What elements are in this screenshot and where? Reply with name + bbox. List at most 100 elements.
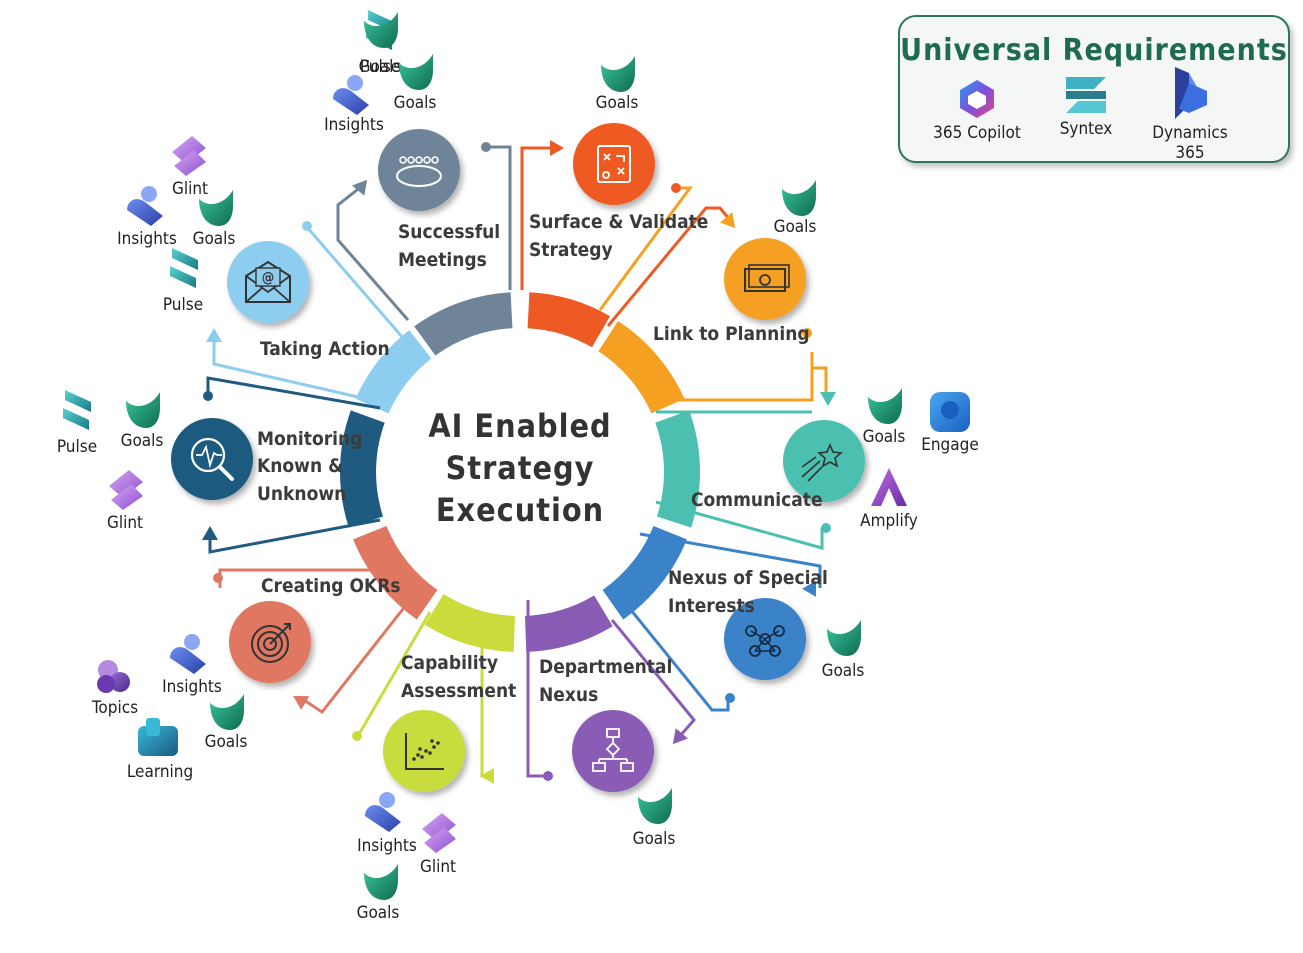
ring-segment-communicate [655,410,700,528]
money-icon [744,264,790,292]
stage-circle-okrs [229,601,311,683]
stage-circle-nexus_special [724,598,806,680]
app-badge-goals: Goals [774,180,817,237]
stage-circle-planning [724,238,806,320]
stage-label-departmental-2: Nexus [539,684,598,706]
connector-line-taking_action [304,225,412,347]
stage-label-monitoring-3: Unknown [257,483,346,505]
app-label: Goals [394,93,437,113]
insights-icon [170,634,206,674]
app-badge-goals: Goals [633,788,675,849]
ring-segment-meetings [414,292,513,356]
app-label: Insights [117,229,177,249]
target-icon [251,623,291,663]
connector-dot-okrs [213,573,223,583]
arrowhead-taking_action [206,328,222,342]
app-badge-insights: Insights [324,75,384,135]
scatter-plot-icon [405,733,444,770]
app-label: Goals [121,431,164,451]
app-badge-insights: Insights [357,792,417,856]
app-badge-goals: Goals [822,620,864,681]
app-label: Glint [172,179,208,199]
center-ring [340,292,700,652]
connector-line-okrs [303,599,412,715]
app-badge-goals: Goals [193,190,236,249]
goals-icon [210,694,244,730]
app-label: Pulse [163,295,203,315]
app-label: Glint [107,513,143,533]
glint-icon [172,136,206,176]
connector-line-nexus_special [639,532,822,588]
meeting-table-icon [396,156,442,187]
connector-line-monitoring [206,376,381,410]
copilot-icon [960,80,994,118]
connector-line-planning [598,186,693,311]
app-label: Goals [774,217,817,237]
app-label: Goals [596,93,639,113]
arrowhead-departmental [672,728,688,745]
stage-label-nexus-special-2: Interests [668,595,755,617]
magnifier-pulse-icon [190,437,234,481]
connector-dot-communicate [821,523,831,533]
stage-label-meetings-1: Successful [398,221,500,243]
app-label: Learning [127,762,193,782]
stage-label-taking-action-1: Taking Action [260,338,390,360]
dynamics-365-icon [1175,67,1207,119]
goals-icon [364,12,398,48]
app-badge-goals: Goals [121,392,164,451]
stage-label-monitoring-2: Known & [257,455,343,477]
app-badge-amplify: Amplify [860,468,918,531]
app-badge-insights: Insights [162,634,222,697]
center-title-line-1: AI Enabled [428,407,611,445]
app-badge-goals: Goals [596,56,639,113]
connector-line-surface [520,146,550,290]
stage-label-okrs-1: Creating OKRs [261,575,401,597]
email-icon: @ [245,260,291,303]
app-badge-goals: Goals [394,54,437,113]
app-badge-topics: Topics [91,660,138,718]
shooting-star-icon [801,442,843,482]
ring-segment-planning [598,321,685,414]
glint-icon [109,470,143,510]
ring-segment-surface [527,292,610,348]
pulse-icon [170,248,198,288]
connector-dot-planning [802,328,812,338]
center-title-line-2: Strategy [446,449,595,487]
stage-circle-surface [573,123,655,205]
goals-icon [199,190,233,226]
connector-line-meetings [336,184,410,321]
arrowhead-monitoring [202,526,218,540]
stage-labels: Successful Meetings Surface & Validate S… [257,211,828,706]
arrowhead-meetings [352,179,368,196]
app-badge-engage: Engage [921,392,979,455]
arrowhead-surface [550,140,564,156]
syntex-item: Syntex [1046,73,1126,139]
connector-line-nexus_special [616,593,730,712]
connectors [202,140,836,784]
stage-label-surface-1: Surface & Validate [529,211,708,233]
stage-label-communicate-1: Communicate [691,489,823,511]
app-badge-goals: Goals [359,12,401,77]
app-label: Goals [357,903,400,923]
app-badge-glint: Glint [420,813,456,877]
app-label: Pulse [360,57,400,77]
connector-line-departmental [526,600,548,778]
goals-icon [601,56,635,92]
app-label: Insights [324,115,384,135]
arrowhead-capability [480,768,494,784]
strategy-board-icon [597,145,631,183]
learning-icon [138,718,178,756]
stage-label-capability-1: Capability [401,652,498,674]
connector-line-departmental [610,619,696,737]
insights-icon [333,75,369,115]
app-label: Goals [193,229,236,249]
app-badge-goals: Goals [205,694,247,752]
arrowhead-communicate [820,392,836,406]
connector-line-capability [356,611,432,737]
syntex-label: Syntex [1059,119,1113,139]
goals-icon [399,54,433,90]
app-label: Pulse [57,437,97,457]
stage-circle-capability [383,710,465,792]
connector-line-planning [810,352,828,392]
